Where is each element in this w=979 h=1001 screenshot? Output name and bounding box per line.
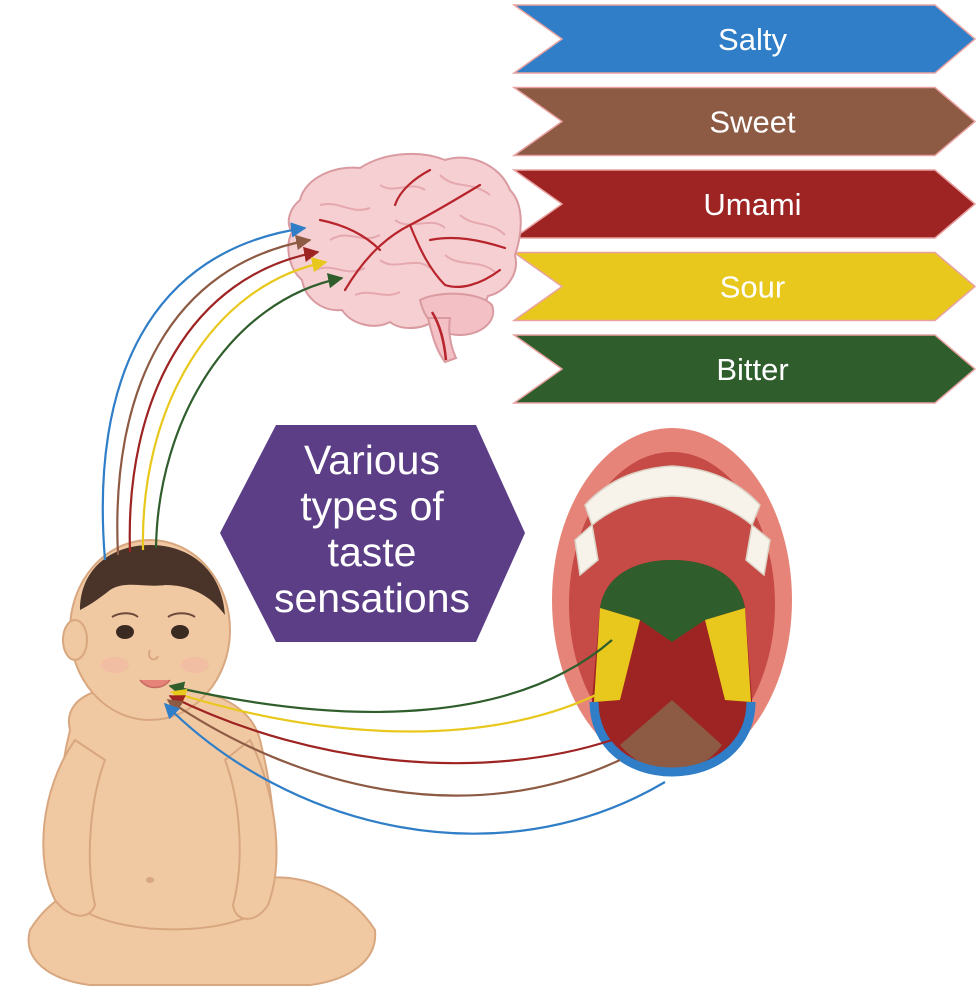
taste-banner-label: Umami (703, 187, 801, 222)
taste-banner-salty: Salty (511, 4, 977, 74)
taste-banner-label: Bitter (716, 352, 788, 387)
taste-banner-label: Salty (718, 22, 787, 57)
arrow-salty-to-baby (163, 702, 666, 835)
taste-banner-label: Sweet (709, 105, 796, 140)
arrow-salty-to-brain (101, 222, 307, 561)
taste-signal-arrows (101, 222, 666, 835)
center-label-line-4: sensations (274, 575, 470, 621)
taste-banner-shape (511, 86, 977, 157)
taste-banner-label: Sour (720, 270, 785, 305)
arrow-sour-to-baby (170, 688, 607, 733)
arrow-sweet-to-baby (166, 699, 621, 797)
brain-icon (287, 152, 522, 364)
taste-banner-sweet: Sweet (511, 86, 977, 157)
center-label-line-1: Various (304, 437, 440, 483)
center-label-line-3: taste (328, 529, 417, 575)
taste-banner-umami: Umami (511, 169, 977, 239)
center-label-line-2: types of (300, 483, 444, 529)
arrow-bitter-to-baby (168, 639, 613, 713)
taste-banner-bitter: Bitter (511, 334, 977, 404)
arrow-bitter-to-brain (154, 273, 344, 549)
taste-banner-shape (511, 334, 977, 404)
taste-banner-sour: Sour (511, 251, 977, 322)
arrow-umami-to-baby (168, 695, 613, 765)
baby-figure-icon (27, 539, 377, 986)
mouth-tongue-icon (552, 428, 792, 777)
taste-banner-shape (511, 251, 977, 322)
taste-banner-shape (511, 4, 977, 74)
taste-banner-shape (511, 169, 977, 239)
center-hexagon: Various types of taste sensations (220, 425, 525, 642)
arrow-umami-to-brain (128, 246, 320, 553)
arrow-sweet-to-brain (116, 234, 312, 556)
arrow-sour-to-brain (141, 257, 328, 551)
